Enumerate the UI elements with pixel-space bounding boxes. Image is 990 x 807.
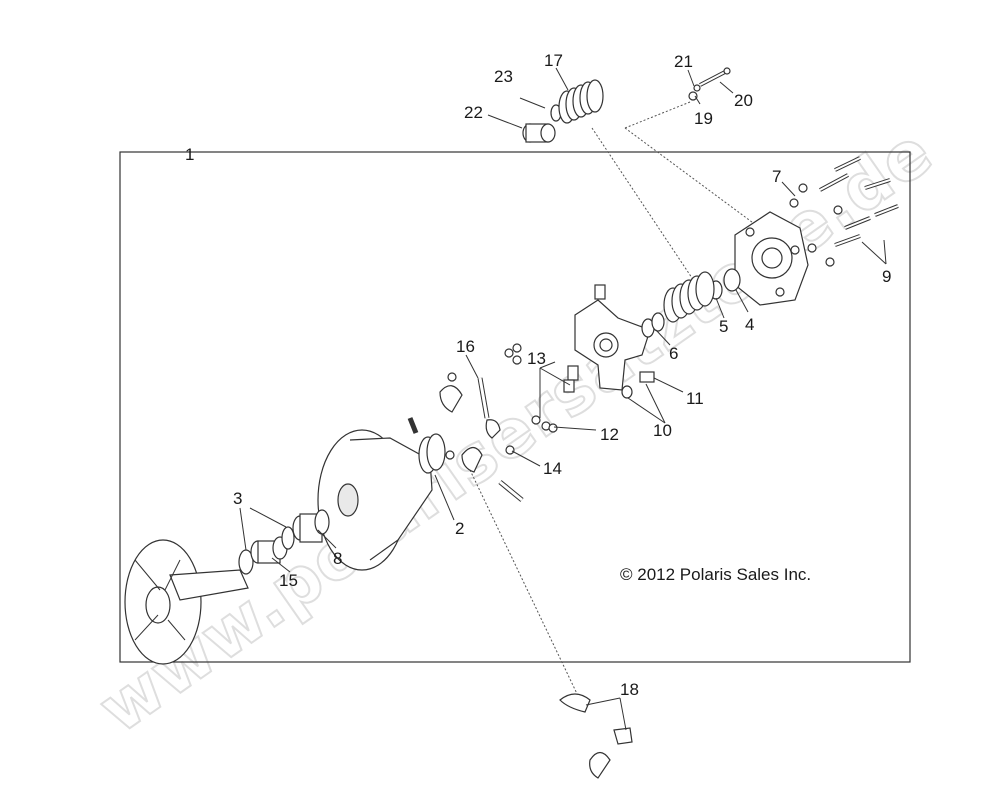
callout-16: 16: [456, 337, 475, 356]
callout-15: 15: [279, 571, 298, 590]
callout-17: 17: [544, 51, 563, 70]
part-cover-plate: [734, 211, 809, 306]
part-nut: [447, 372, 457, 382]
part-16-pin: [477, 377, 490, 419]
callout-3: 3: [233, 489, 242, 508]
part-spider: [574, 284, 651, 391]
part-17-spring: [558, 79, 604, 124]
part-fixed-sheave: [124, 539, 249, 665]
callout-9: 9: [882, 267, 891, 286]
callout-1: 1: [185, 145, 194, 164]
axis-line-spring: [591, 127, 701, 291]
leader-lines: [239, 67, 887, 731]
part-10-washer: [621, 385, 633, 399]
part-13-rollers: [504, 343, 575, 393]
part-12-washers: [531, 415, 558, 433]
axis-line-weights: [469, 469, 581, 701]
watermark: www.polarisersatzteile.de: [85, 113, 946, 748]
callout-10: 10: [653, 421, 672, 440]
callout-2: 2: [455, 519, 464, 538]
callout-12: 12: [600, 425, 619, 444]
part-spring-inner: [663, 271, 715, 323]
part-15-bushing: [250, 536, 288, 564]
part-4-ring: [723, 268, 741, 292]
callout-6: 6: [669, 344, 678, 363]
callout-21: 21: [674, 52, 693, 71]
part-11-pin: [639, 371, 655, 383]
callout-20: 20: [734, 91, 753, 110]
assembly-frame: [119, 151, 911, 663]
callout-23: 23: [494, 67, 513, 86]
part-3-ring-right: [281, 526, 295, 550]
part-20-bolt: [688, 67, 731, 101]
callout-5: 5: [719, 317, 728, 336]
callout-18: 18: [620, 680, 639, 699]
callout-11: 11: [686, 389, 704, 408]
callout-7: 7: [772, 167, 781, 186]
callout-19: 19: [694, 109, 713, 128]
part-weight-mid: [485, 419, 501, 439]
part-6-bushing: [641, 312, 665, 338]
part-14-nut: [505, 445, 515, 455]
copyright-notice: © 2012 Polaris Sales Inc.: [620, 565, 811, 584]
part-8-bushing: [292, 509, 330, 543]
callout-8: 8: [333, 549, 342, 568]
part-weight-lower: [461, 446, 483, 473]
callout-14: 14: [543, 459, 562, 478]
callout-4: 4: [745, 315, 754, 334]
part-pin-left: [407, 417, 419, 434]
part-18-weight-b: [613, 727, 633, 745]
part-18-weight-c: [589, 751, 611, 779]
callout-22: 22: [464, 103, 483, 122]
part-9-bolts: [834, 178, 899, 247]
part-22-bushing: [522, 123, 556, 143]
part-weight-upper: [439, 385, 463, 413]
axis-line-bolts-2: [624, 101, 691, 129]
callout-13: 13: [527, 349, 546, 368]
part-sheave: [317, 429, 446, 571]
part-pin-center: [567, 365, 579, 381]
part-18-weight-a: [559, 693, 591, 713]
axis-line-bolts: [624, 127, 761, 229]
part-7-bolts: [789, 156, 861, 267]
part-nut-2: [445, 450, 455, 460]
